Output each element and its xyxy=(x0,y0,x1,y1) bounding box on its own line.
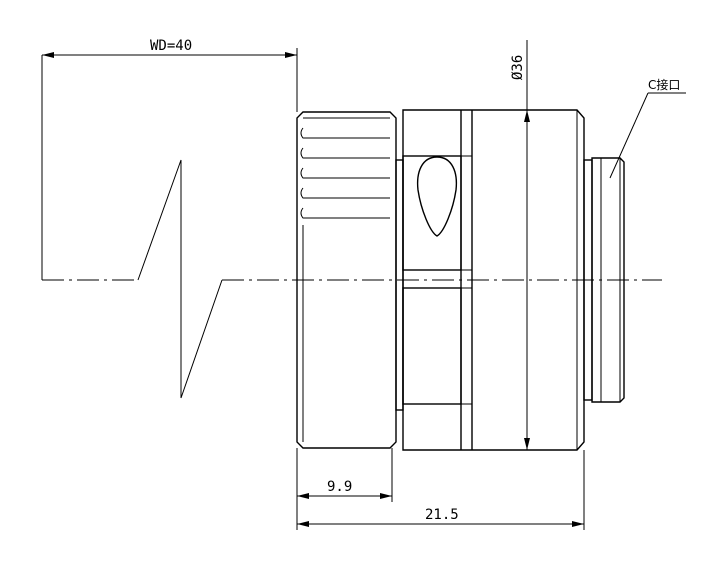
mount-callout: C接口 xyxy=(609,77,686,179)
front-length-label: 9.9 xyxy=(327,479,352,495)
front-length-arrow-left xyxy=(297,493,309,499)
c-mount xyxy=(583,157,625,403)
main-barrel xyxy=(402,109,585,451)
front-ring-outline xyxy=(296,111,397,449)
wd-arrow-left xyxy=(42,52,54,58)
knurl-groove-5 xyxy=(300,207,390,219)
break-symbol xyxy=(42,159,662,399)
spacer-ring-outline xyxy=(395,159,404,411)
knurl-groove-2 xyxy=(300,147,390,159)
wd-arrow-right xyxy=(285,52,297,58)
diameter-arrow-bottom xyxy=(524,438,530,450)
aperture-marker xyxy=(416,156,458,237)
front-length-arrow-right xyxy=(380,493,392,499)
mount-leader-line xyxy=(609,92,649,179)
total-length-label: 21.5 xyxy=(425,507,459,523)
knurl-groove-3 xyxy=(300,167,390,179)
wd-dimension: WD=40 xyxy=(41,38,298,280)
knurl-groove-4 xyxy=(300,187,390,199)
total-length-arrow-left xyxy=(297,521,309,527)
knurl-groove-1 xyxy=(300,127,390,139)
front-length-dimension: 9.9 xyxy=(296,448,393,530)
spacer-ring xyxy=(395,159,404,411)
wd-label: WD=40 xyxy=(150,38,192,54)
total-length-dimension: 21.5 xyxy=(297,450,585,530)
diameter-arrow-top xyxy=(524,110,530,122)
lower-window-slot xyxy=(402,287,462,405)
break-zigzag xyxy=(137,159,223,399)
upper-window-slot xyxy=(402,155,462,271)
front-ring xyxy=(296,111,397,449)
diameter-dimension: Ø36 xyxy=(510,40,530,450)
mount-callout-label: C接口 xyxy=(648,77,680,92)
diameter-label: Ø36 xyxy=(510,55,526,80)
total-length-arrow-right xyxy=(572,521,584,527)
